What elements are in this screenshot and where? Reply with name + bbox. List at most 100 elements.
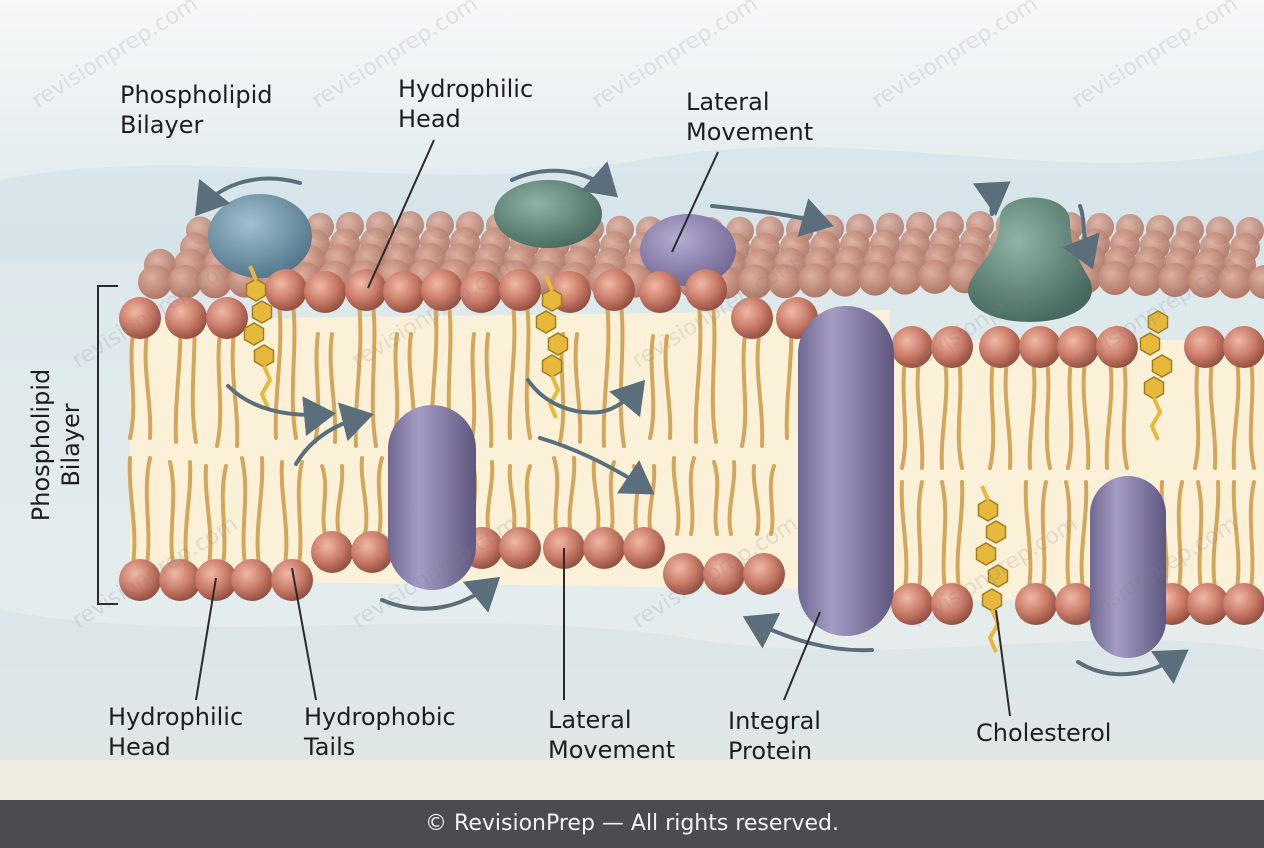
cholesterol-ring <box>977 498 999 522</box>
hydrophobic-tails-group <box>127 302 1256 590</box>
fatty-acid-tail <box>940 480 948 590</box>
fatty-acid-tail <box>290 302 298 440</box>
cholesterol-ring <box>541 354 563 378</box>
hydrophilic-head <box>119 559 161 601</box>
copyright-footer: © RevisionPrep — All rights reserved. <box>0 800 1264 848</box>
fatty-acid-tail <box>220 464 228 566</box>
hydrophilic-head <box>731 297 773 339</box>
label-lateral-movement-top: Lateral Movement <box>686 88 814 146</box>
label-hydrophilic-head-top: Hydrophilic Head <box>398 75 534 133</box>
hydrophilic-head <box>583 527 625 569</box>
cholesterol-ring <box>987 564 1009 588</box>
surface-head <box>828 262 862 297</box>
hydrophilic-head <box>159 559 201 601</box>
fatty-acid-tail <box>524 302 532 440</box>
hydrophilic-head <box>639 271 681 313</box>
cholesterol-ring <box>1151 354 1173 378</box>
fatty-acid-tail <box>1248 480 1256 590</box>
surface-head <box>1188 263 1222 298</box>
fatty-acid-tail <box>900 360 908 470</box>
movement-arrows <box>195 161 1189 685</box>
hydrophilic-head <box>304 271 346 313</box>
cholesterol-ring <box>981 588 1003 612</box>
surface-head <box>798 263 832 298</box>
fatty-acid-tail <box>573 332 583 444</box>
fatty-acid-tail <box>1104 360 1114 470</box>
fatty-acid-tail <box>751 464 761 536</box>
fatty-acid-tail <box>768 464 776 536</box>
cholesterol-ring <box>1139 332 1161 356</box>
hydrophilic-head <box>1184 326 1226 368</box>
surface-head <box>1158 262 1192 297</box>
cholesterol-tail <box>987 609 1001 653</box>
cholesterol-ring <box>243 322 265 346</box>
peripheral-protein-blue <box>208 194 312 278</box>
integral-protein-large <box>798 306 894 636</box>
label-lateral-movement-bottom: Lateral Movement <box>548 706 676 764</box>
fatty-acid-tail <box>1208 360 1218 470</box>
surface-head <box>168 264 202 299</box>
cholesterol-ring <box>245 278 267 302</box>
fatty-acid-tail <box>915 360 925 470</box>
fatty-acid-tail <box>567 456 577 536</box>
fatty-acid-tail <box>127 456 137 566</box>
fatty-acid-tail <box>507 464 517 536</box>
hydrophilic-head <box>593 269 635 311</box>
fatty-acid-tail <box>279 460 289 566</box>
hydrophilic-head <box>891 326 933 368</box>
fatty-acid-tail <box>1003 360 1013 470</box>
hydrophilic-head <box>499 527 541 569</box>
surface-head <box>768 264 802 299</box>
fatty-acid-tail <box>168 460 176 566</box>
surface-head <box>918 259 952 294</box>
fatty-acid-tail <box>688 456 696 536</box>
fatty-acid-tail <box>939 360 949 470</box>
hydrophilic-head <box>1187 583 1229 625</box>
label-hydrophilic-head-bottom: Hydrophilic Head <box>108 703 244 761</box>
integral-protein-right <box>1090 476 1166 658</box>
leader-lines <box>195 139 1011 717</box>
peripheral-protein-purple <box>640 214 736 286</box>
fatty-acid-tail <box>524 464 532 536</box>
fatty-acid-tail <box>601 302 611 448</box>
fatty-acid-tail <box>144 456 152 566</box>
hydrophilic-head <box>743 553 785 595</box>
fatty-acid-tail <box>1081 360 1091 470</box>
fatty-acid-tail <box>255 456 265 566</box>
fatty-acid-tail <box>1193 360 1201 470</box>
cholesterol-ring <box>985 520 1007 544</box>
hydrophilic-head <box>931 326 973 368</box>
fatty-acid-tail <box>1044 360 1052 470</box>
fatty-acid-tail <box>484 332 494 448</box>
fatty-acid-tail <box>507 302 517 440</box>
fatty-acid-tail <box>648 334 656 440</box>
hydrophilic-head <box>165 297 207 339</box>
fatty-acid-tail <box>1196 480 1204 590</box>
hydrophilic-head <box>383 271 425 313</box>
fatty-acid-tail <box>183 460 193 566</box>
hydrophilic-head <box>1096 326 1138 368</box>
label-phospholipid-bilayer-top: Phospholipid Bilayer <box>120 81 273 139</box>
surface-head <box>738 264 772 299</box>
fatty-acid-tail <box>376 456 384 536</box>
fatty-acid-tail <box>591 460 601 536</box>
hydrophilic-head <box>1055 583 1097 625</box>
fatty-acid-tail <box>128 332 136 440</box>
hydrophilic-head <box>311 531 353 573</box>
fatty-acid-tail <box>240 456 248 566</box>
surface-head <box>858 261 892 296</box>
hydrophilic-head <box>1223 583 1264 625</box>
fatty-acid-tail <box>203 464 213 566</box>
cholesterol-ring <box>1147 310 1169 334</box>
cholesterol-ring <box>547 332 569 356</box>
fatty-acid-tail <box>710 304 718 444</box>
label-phospholipid-bilayer-side: Phospholipid Bilayer <box>27 368 85 522</box>
hydrophilic-head <box>421 269 463 311</box>
cholesterol-tail <box>547 375 561 419</box>
hydrophilic-head <box>1019 326 1061 368</box>
surface-head <box>198 264 232 299</box>
fatty-acid-tail <box>359 456 369 536</box>
hydrophilic-head <box>345 269 387 311</box>
membrane-illustration <box>0 0 1264 800</box>
fatty-acid-tail <box>552 456 560 536</box>
